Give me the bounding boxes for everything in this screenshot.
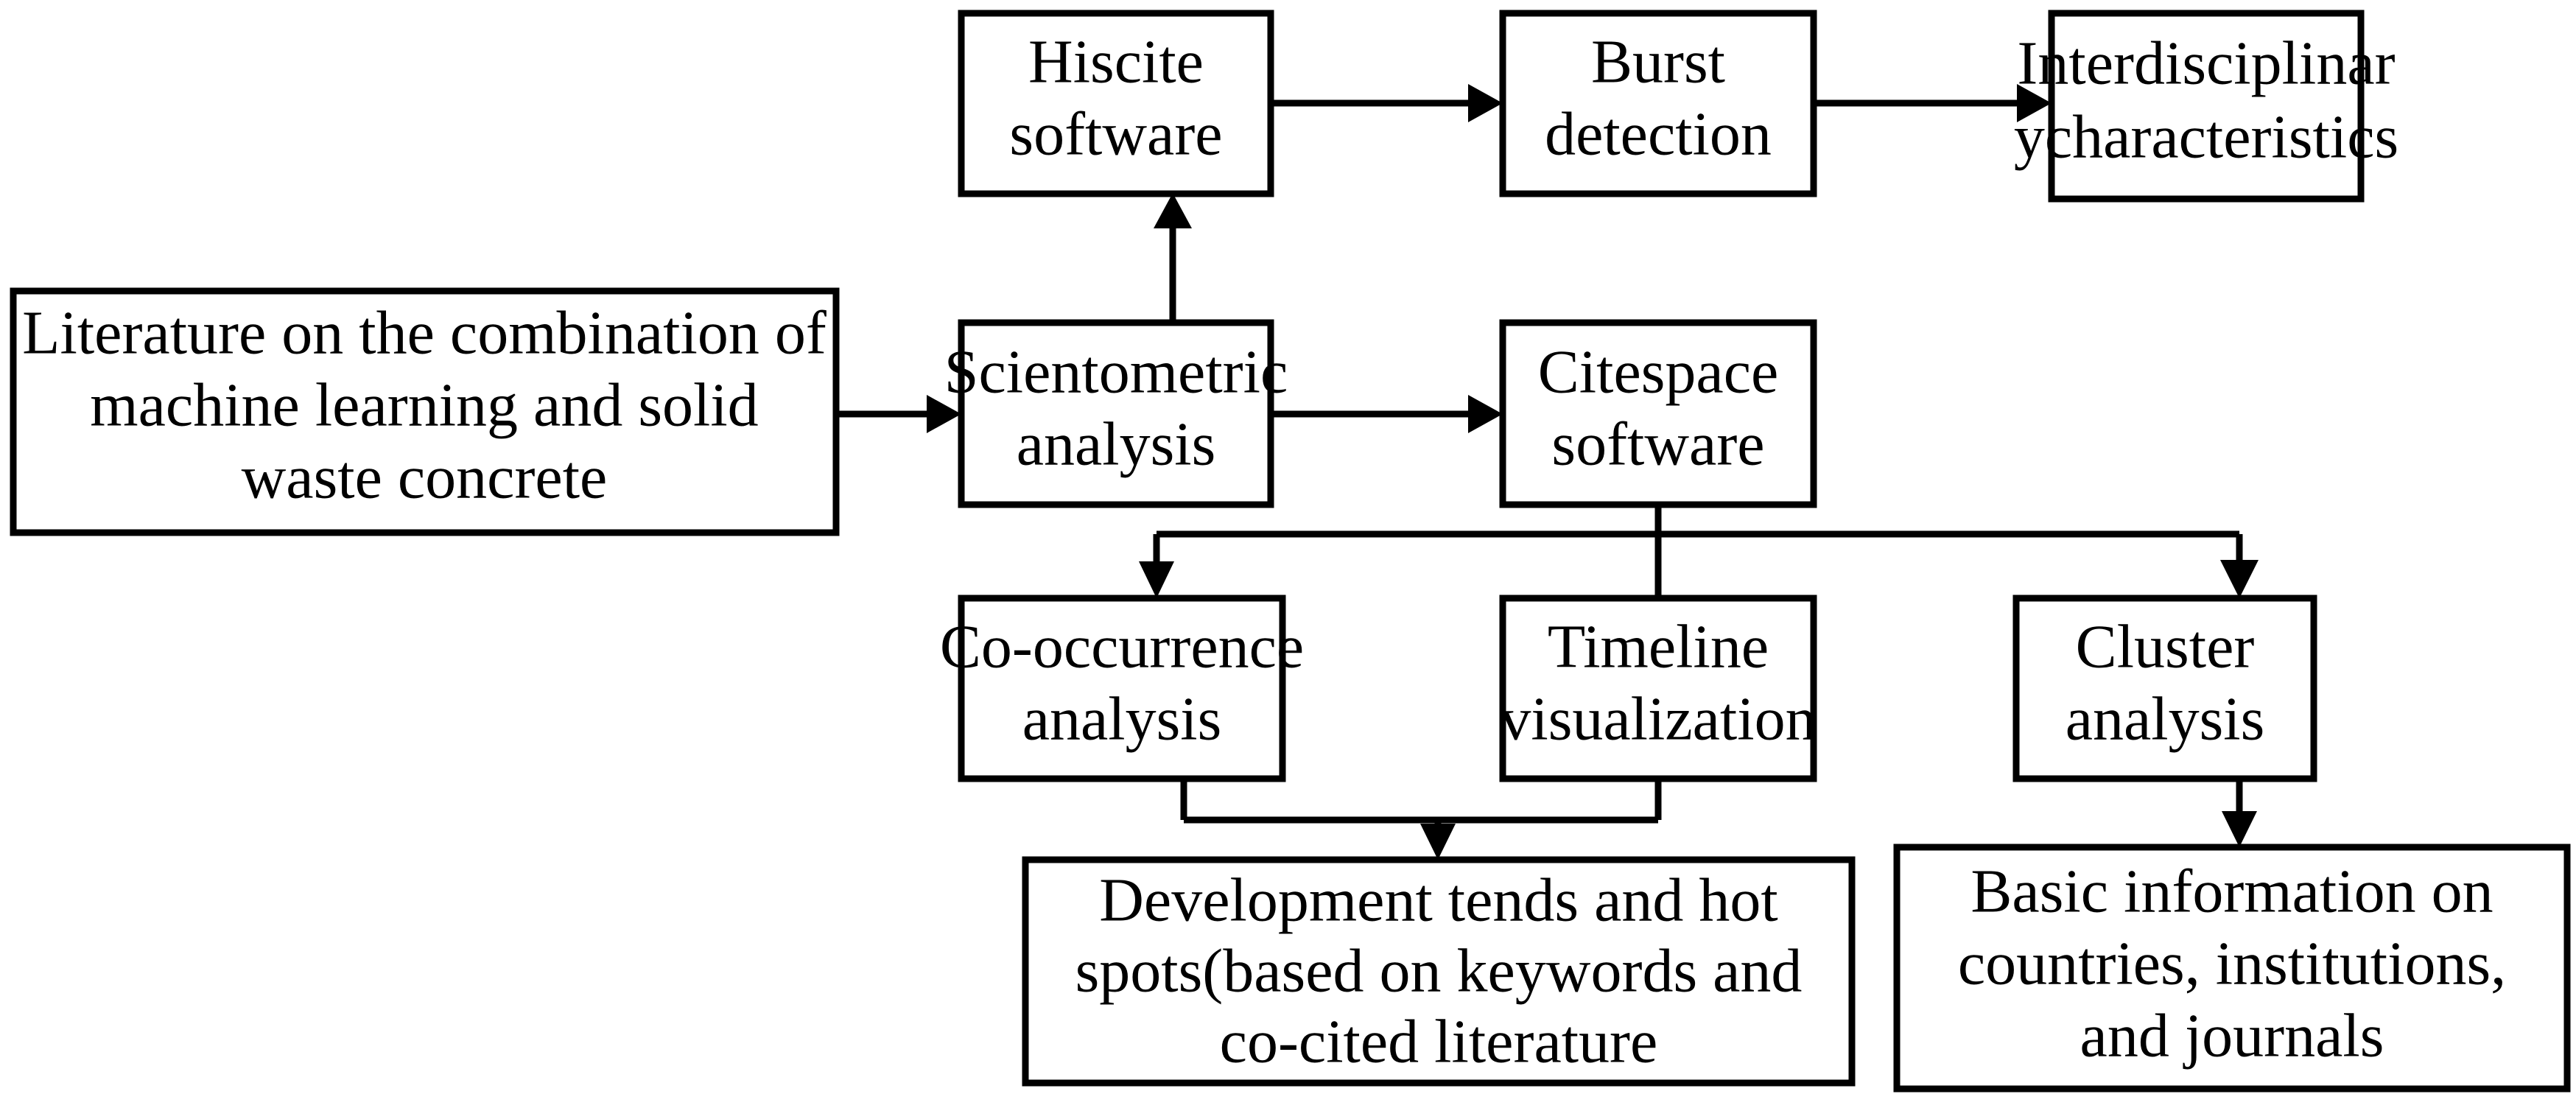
edge-cluster-to-basicinfo — [2222, 779, 2257, 847]
literature-box[interactable] — [10, 287, 840, 536]
hiscite-label-line-2: software — [1009, 99, 1222, 168]
edge-literature-to-scientometric — [836, 395, 961, 433]
citespace-label-line-2: software — [1551, 410, 1764, 478]
node-interdisciplinary-characteristics[interactable]: Interdisciplinar ycharacteristics — [2014, 10, 2398, 203]
basic-information-label-line-2: countries, institutions, — [1958, 929, 2506, 997]
node-basic-information[interactable]: Basic information on countries, institut… — [1893, 844, 2571, 1093]
citespace-software-box[interactable] — [1499, 319, 1817, 508]
literature-label-line-1: Literature on the combination of — [22, 298, 827, 367]
edge-citespace-bus — [1139, 505, 2259, 598]
cluster-analysis-box[interactable] — [2012, 595, 2317, 782]
hiscite-box[interactable] — [958, 10, 1274, 197]
cluster-label-line-1: Cluster — [2076, 612, 2255, 681]
node-burst-detection[interactable]: Burst detection — [1499, 10, 1817, 197]
node-timeline-visualization[interactable]: Timeline visualization — [1499, 595, 1817, 782]
development-trends-box[interactable] — [1022, 856, 1856, 1087]
edge-burst-to-interdisciplinary — [1814, 84, 2052, 122]
node-development-trends[interactable]: Development tends and hot spots(based on… — [1022, 856, 1856, 1087]
development-label-line-1: Development tends and hot — [1099, 866, 1777, 934]
cooccurrence-label-line-2: analysis — [1022, 684, 1222, 753]
timeline-label-line-2: visualization — [1500, 684, 1816, 753]
burst-detection-box[interactable] — [1499, 10, 1817, 197]
basic-information-label-line-1: Basic information on — [1970, 857, 2493, 925]
edge-cooccurrence-timeline-to-development — [1180, 779, 1662, 860]
edges-layer — [836, 84, 2259, 860]
edge-scientometric-to-citespace — [1271, 395, 1503, 433]
basic-information-label-line-3: and journals — [2080, 1001, 2384, 1070]
interdisciplinary-label-line-1: Interdisciplinar — [2017, 29, 2395, 97]
node-cluster-analysis[interactable]: Cluster analysis — [2012, 595, 2317, 782]
node-scientometric-analysis[interactable]: Scientometric analysis — [944, 319, 1288, 508]
literature-label-line-2: machine learning and solid — [90, 371, 758, 439]
edge-hiscite-to-burst — [1271, 84, 1503, 122]
citespace-label-line-1: Citespace — [1538, 337, 1779, 406]
cooccurrence-label-line-1: Co-occurrence — [940, 612, 1304, 681]
node-cooccurrence-analysis[interactable]: Co-occurrence analysis — [940, 595, 1304, 782]
scientometric-label-line-2: analysis — [1017, 410, 1216, 478]
node-literature[interactable]: Literature on the combination of machine… — [10, 287, 840, 536]
timeline-label-line-1: Timeline — [1548, 612, 1769, 681]
cooccurrence-analysis-box[interactable] — [958, 595, 1286, 782]
burst-detection-label-line-2: detection — [1545, 99, 1772, 168]
development-label-line-2: spots(based on keywords and — [1075, 936, 1803, 1005]
development-label-line-3: co-cited literature — [1220, 1007, 1658, 1076]
scientometric-label-line-1: Scientometric — [944, 337, 1288, 406]
basic-information-box[interactable] — [1893, 844, 2571, 1093]
interdisciplinary-label-line-2: ycharacteristics — [2014, 102, 2398, 171]
scientometric-analysis-box[interactable] — [958, 319, 1274, 508]
hiscite-label-line-1: Hiscite — [1028, 27, 1204, 96]
cluster-label-line-2: analysis — [2066, 684, 2265, 753]
timeline-visualization-box[interactable] — [1499, 595, 1817, 782]
interdisciplinary-characteristics-box[interactable] — [2048, 10, 2365, 203]
literature-label-line-3: waste concrete — [242, 443, 608, 511]
edge-scientometric-to-hiscite — [1154, 193, 1192, 323]
burst-detection-label-line-1: Burst — [1591, 27, 1725, 96]
node-hiscite[interactable]: Hiscite software — [958, 10, 1274, 197]
node-citespace-software[interactable]: Citespace software — [1499, 319, 1817, 508]
